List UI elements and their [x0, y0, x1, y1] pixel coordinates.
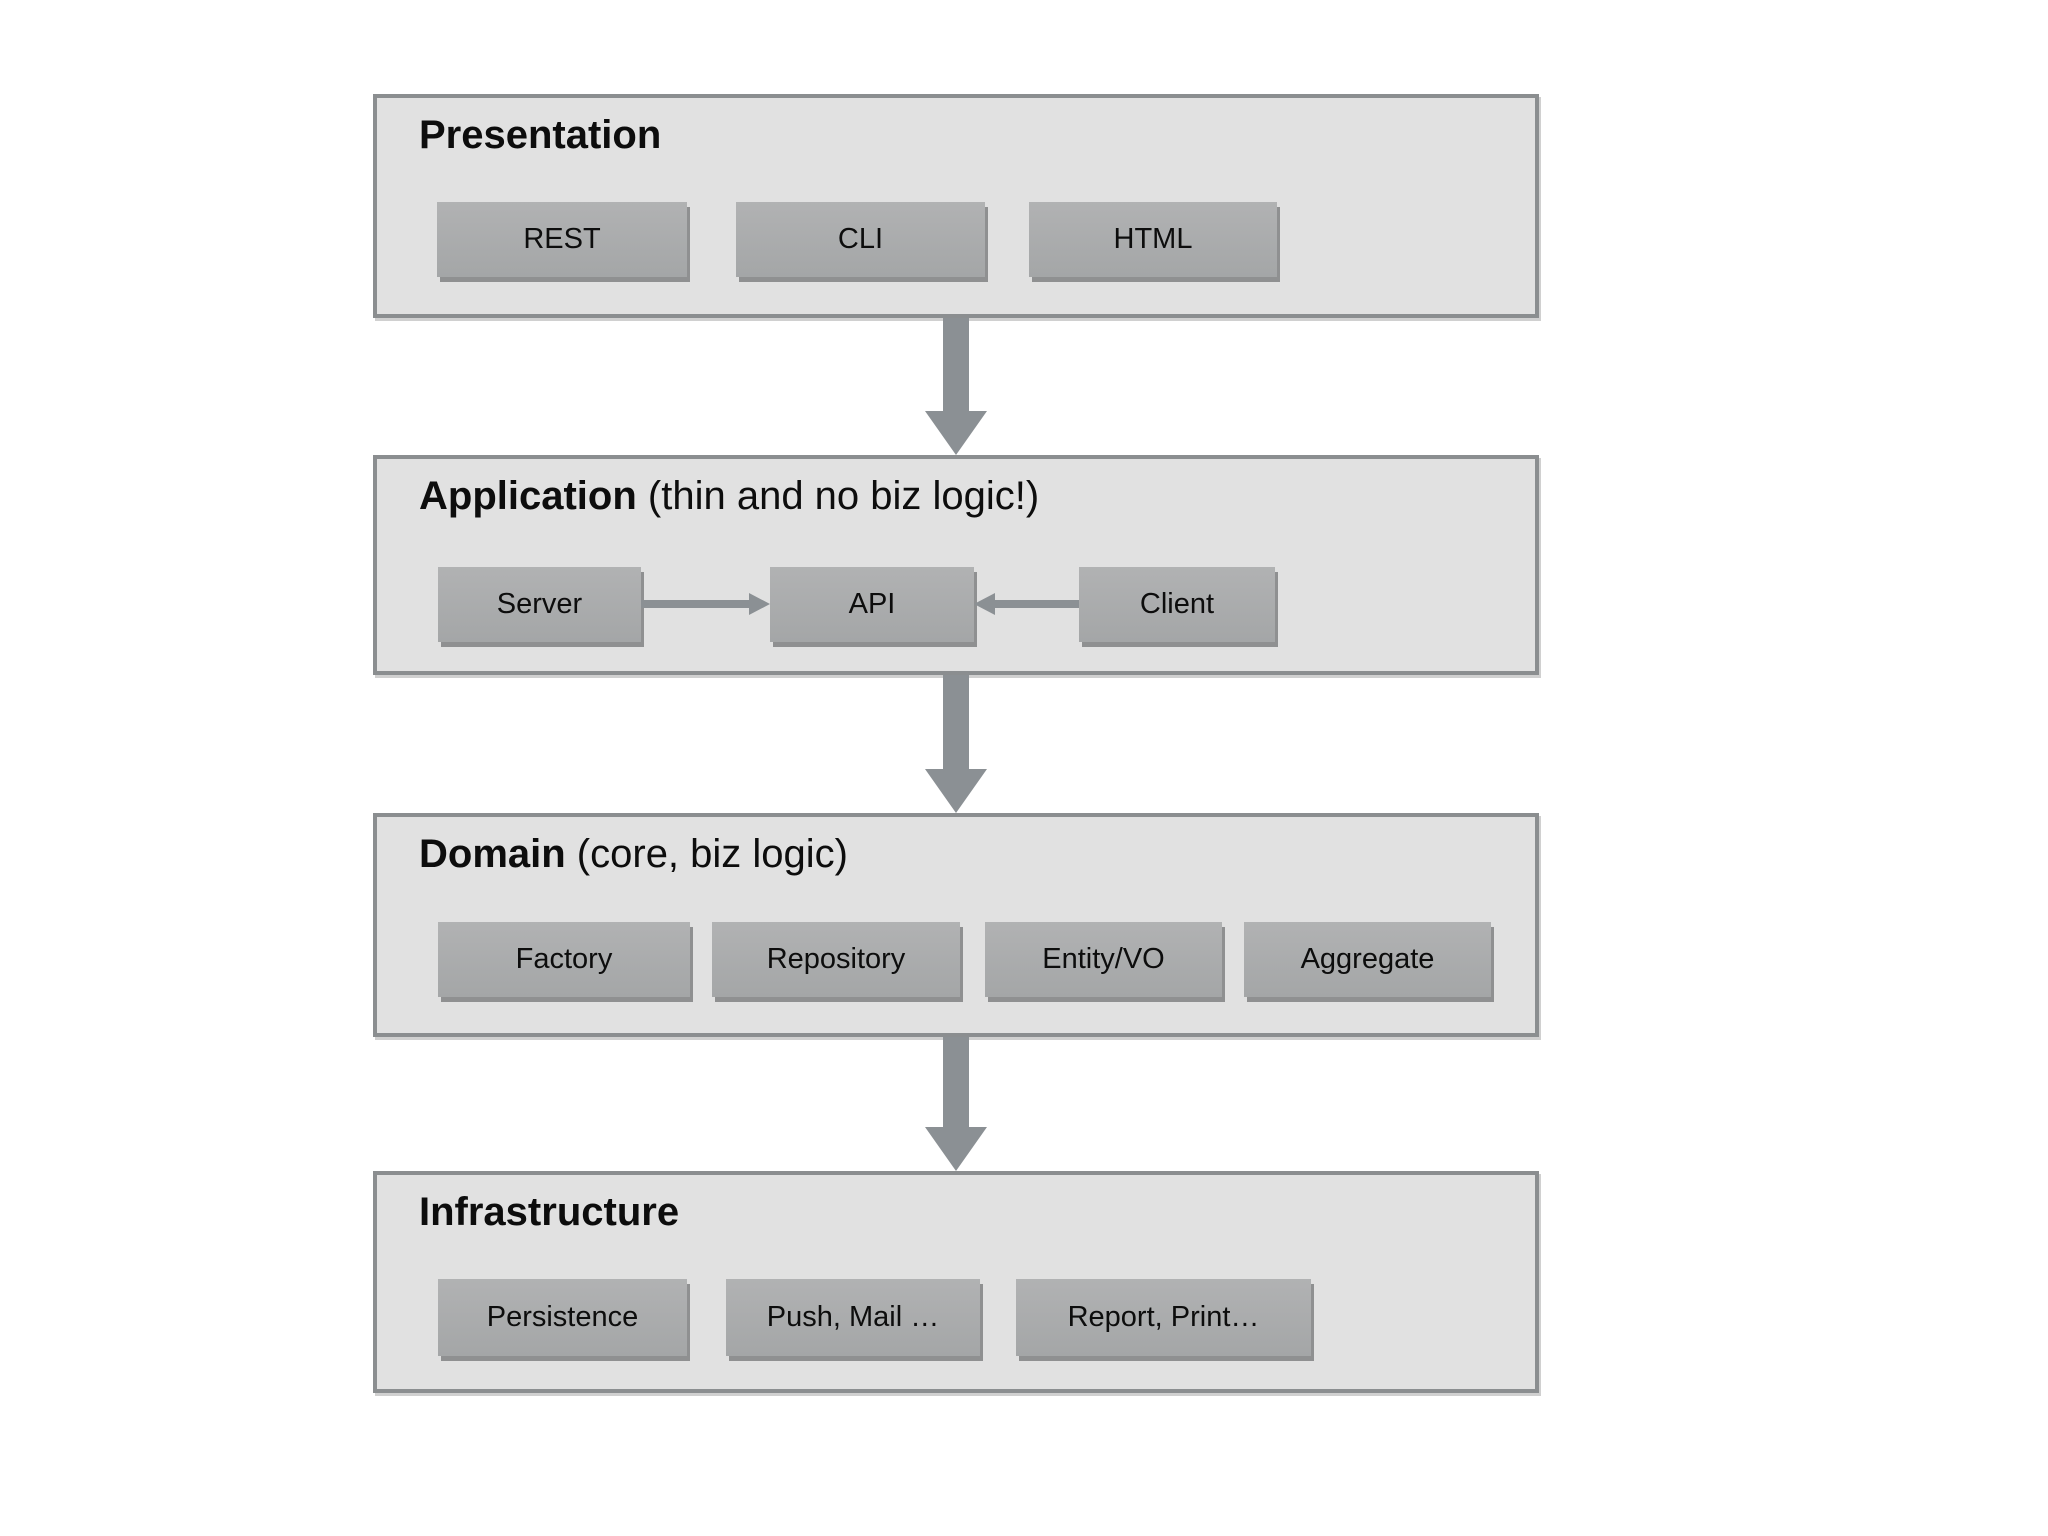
node-server: Server: [438, 567, 641, 642]
node-client: Client: [1079, 567, 1275, 642]
node-cli: CLI: [736, 202, 985, 277]
node-label: Aggregate: [1300, 943, 1435, 975]
arrow-shaft: [943, 675, 969, 771]
node-report-print: Report, Print…: [1016, 1279, 1311, 1356]
node-aggregate: Aggregate: [1244, 922, 1491, 997]
node-label: Push, Mail …: [766, 1301, 940, 1333]
node-label: CLI: [837, 223, 884, 255]
layer-title-bold: Application: [419, 474, 637, 518]
node-api: API: [770, 567, 974, 642]
node-label: Repository: [766, 943, 906, 975]
node-entity-vo: Entity/VO: [985, 922, 1222, 997]
arrow-down-icon: [925, 1127, 987, 1171]
layer-presentation: Presentation REST CLI HTML: [373, 94, 1539, 318]
node-repository: Repository: [712, 922, 960, 997]
node-push-mail: Push, Mail …: [726, 1279, 980, 1356]
layer-title-domain: Domain (core, biz logic): [419, 829, 848, 879]
node-label: Persistence: [486, 1301, 639, 1333]
arrow-client-to-api: [974, 591, 1079, 617]
flow-arrow-presentation-to-application: [925, 318, 987, 455]
node-label: Report, Print…: [1067, 1301, 1260, 1333]
flow-arrow-application-to-domain: [925, 675, 987, 813]
layer-title-bold: Presentation: [419, 113, 662, 157]
layer-title-infrastructure: Infrastructure: [419, 1187, 679, 1237]
layer-title-bold: Domain: [419, 832, 566, 876]
layer-application: Application (thin and no biz logic!) Ser…: [373, 455, 1539, 675]
layer-title-presentation: Presentation: [419, 110, 661, 160]
layer-title-note: (thin and no biz logic!): [636, 474, 1040, 518]
arrow-down-icon: [925, 411, 987, 455]
node-label: REST: [523, 223, 601, 255]
layer-title-bold: Infrastructure: [419, 1190, 680, 1234]
node-label: HTML: [1113, 223, 1193, 255]
node-label: Server: [496, 588, 583, 620]
layer-title-note: (core, biz logic): [565, 832, 848, 876]
node-html: HTML: [1029, 202, 1277, 277]
arrow-down-icon: [925, 769, 987, 813]
arrow-left-icon: [974, 593, 995, 615]
arrow-shaft: [993, 600, 1079, 608]
node-label: Entity/VO: [1042, 943, 1165, 975]
arrow-server-to-api: [641, 591, 770, 617]
flow-arrow-domain-to-infrastructure: [925, 1037, 987, 1171]
node-persistence: Persistence: [438, 1279, 687, 1356]
node-label: API: [848, 588, 896, 620]
node-label: Client: [1139, 588, 1215, 620]
layer-domain: Domain (core, biz logic) Factory Reposit…: [373, 813, 1539, 1037]
node-rest: REST: [437, 202, 687, 277]
layer-infrastructure: Infrastructure Persistence Push, Mail … …: [373, 1171, 1539, 1393]
layer-title-application: Application (thin and no biz logic!): [419, 471, 1039, 521]
arrow-shaft: [943, 1037, 969, 1129]
arrow-right-icon: [749, 593, 770, 615]
node-factory: Factory: [438, 922, 690, 997]
arrow-shaft: [641, 600, 751, 608]
arrow-shaft: [943, 318, 969, 413]
node-label: Factory: [515, 943, 613, 975]
